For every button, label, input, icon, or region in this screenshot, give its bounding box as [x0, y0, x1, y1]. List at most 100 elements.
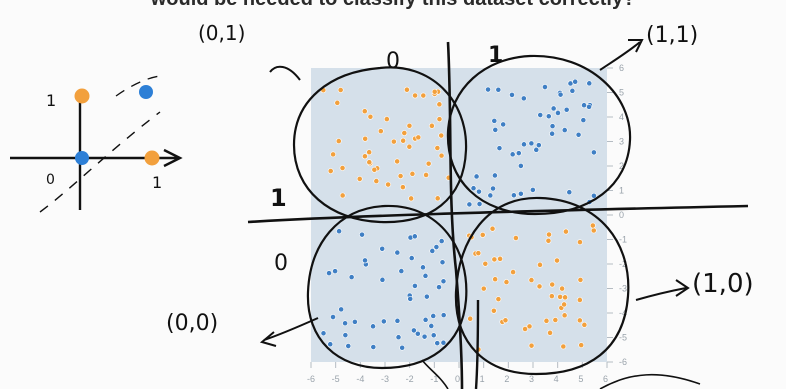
scatter-point-orange	[377, 128, 384, 135]
scatter-point-orange	[371, 166, 378, 173]
scatter-point-blue	[348, 274, 355, 281]
scatter-point-blue	[510, 192, 517, 199]
scatter-point-blue	[414, 330, 421, 337]
scatter-point-orange	[491, 256, 498, 263]
scatter-point-blue	[509, 151, 516, 158]
scatter-point-blue	[555, 110, 561, 116]
scatter-point-blue	[529, 187, 536, 193]
scatter-point-orange	[431, 88, 438, 95]
mini-origin-label: 0	[46, 172, 55, 188]
scatter-point-orange	[492, 276, 499, 283]
scatter-point-blue	[342, 320, 348, 327]
x-tick-label: -2	[406, 374, 414, 384]
horizontal-split-line	[247, 204, 749, 224]
scatter-point-orange	[528, 277, 535, 284]
scatter-point-orange	[434, 195, 441, 202]
scatter-point-blue	[517, 190, 524, 197]
scatter-point-orange	[563, 228, 569, 235]
scatter-point-blue	[549, 130, 556, 137]
scatter-point-orange	[406, 143, 413, 150]
scatter-point-blue	[561, 127, 568, 133]
scatter-point-orange	[495, 296, 502, 303]
scatter-point-blue	[421, 333, 428, 340]
scatter-point-blue	[430, 313, 437, 319]
scatter-point-blue	[535, 142, 542, 149]
scatter-point-orange	[327, 168, 334, 174]
scatter-point-blue	[422, 316, 429, 323]
scatter-point-blue	[412, 283, 418, 289]
scatter-point-orange	[330, 151, 337, 158]
scatter-point-orange	[546, 231, 552, 238]
scatter-point-blue	[563, 106, 570, 113]
mini-point-1-0	[144, 150, 160, 166]
scatter-point-blue	[430, 332, 437, 339]
scatter-point-orange	[362, 135, 369, 142]
y-tick-label: -6	[619, 357, 627, 367]
scatter-point-orange	[559, 285, 566, 292]
page-title: would be needed to classify this dataset…	[0, 0, 786, 11]
scatter-point-orange	[561, 301, 568, 308]
mini-y-label: 1	[46, 91, 56, 110]
scatter-point-orange	[406, 122, 413, 129]
scatter-point-orange	[528, 342, 535, 349]
scatter-point-blue	[476, 201, 483, 207]
scatter-point-orange	[576, 317, 583, 324]
scatter-point-blue	[533, 146, 540, 153]
x-tick-label: 2	[504, 374, 509, 384]
scatter-point-blue	[370, 344, 377, 350]
x-tick-label: 5	[578, 374, 583, 384]
scatter-point-orange	[423, 172, 429, 178]
scatter-point-blue	[332, 268, 338, 275]
scatter-point-blue	[537, 112, 544, 118]
scatter-point-blue	[575, 131, 582, 138]
scatter-point-orange	[438, 152, 445, 159]
scatter-point-blue	[422, 272, 429, 279]
scatter-point-orange	[537, 261, 543, 268]
arrow-bottom-right	[635, 279, 690, 301]
label-top-right: (1,1)	[646, 23, 698, 48]
scatter-point-blue	[395, 334, 402, 341]
scatter-point-orange	[361, 108, 368, 115]
scatter-point-blue	[379, 245, 386, 252]
scatter-point-blue	[521, 141, 527, 148]
scatter-point-blue	[581, 102, 587, 109]
scatter-point-blue	[359, 231, 365, 238]
scatter-point-orange	[434, 145, 441, 151]
y-tick-label: -2	[619, 259, 627, 269]
scatter-point-orange	[412, 92, 418, 99]
scatter-point-orange	[554, 257, 560, 264]
scatter-point-orange	[415, 134, 422, 141]
scatter-point-orange	[397, 173, 404, 179]
scatter-point-blue	[423, 293, 430, 300]
scatter-point-blue	[362, 257, 368, 264]
scatter-point-orange	[513, 235, 519, 241]
scatter-point-blue	[473, 173, 480, 180]
scatter-point-blue	[336, 228, 342, 235]
y-tick-label: -3	[619, 284, 627, 294]
scatter-point-blue	[557, 91, 564, 98]
arrow-bottom-left	[259, 317, 319, 347]
scatter-point-orange	[366, 159, 373, 166]
scatter-point-orange	[482, 260, 489, 267]
cluster-circle-top-right	[446, 54, 632, 216]
scatter-point-orange	[578, 342, 585, 349]
scatter-point-orange	[589, 222, 596, 229]
scatter-point-blue	[580, 117, 587, 124]
scatter-point-blue	[591, 149, 597, 156]
scatter-point-orange	[373, 178, 380, 184]
scatter-point-orange	[436, 101, 443, 108]
scatter-point-blue	[440, 339, 447, 346]
x-tick-label: -1	[430, 374, 438, 384]
scatter-point-blue	[470, 185, 477, 192]
mini-xor-plot: 1 1 0	[10, 75, 183, 213]
y-tick-label: 0	[619, 210, 624, 220]
scatter-point-blue	[590, 192, 597, 199]
scatter-point-blue	[496, 145, 503, 152]
scatter-point-orange	[362, 153, 368, 160]
y-tick-label: -1	[619, 235, 627, 245]
scatter-point-orange	[385, 181, 392, 188]
scatter-point-orange	[356, 175, 363, 182]
